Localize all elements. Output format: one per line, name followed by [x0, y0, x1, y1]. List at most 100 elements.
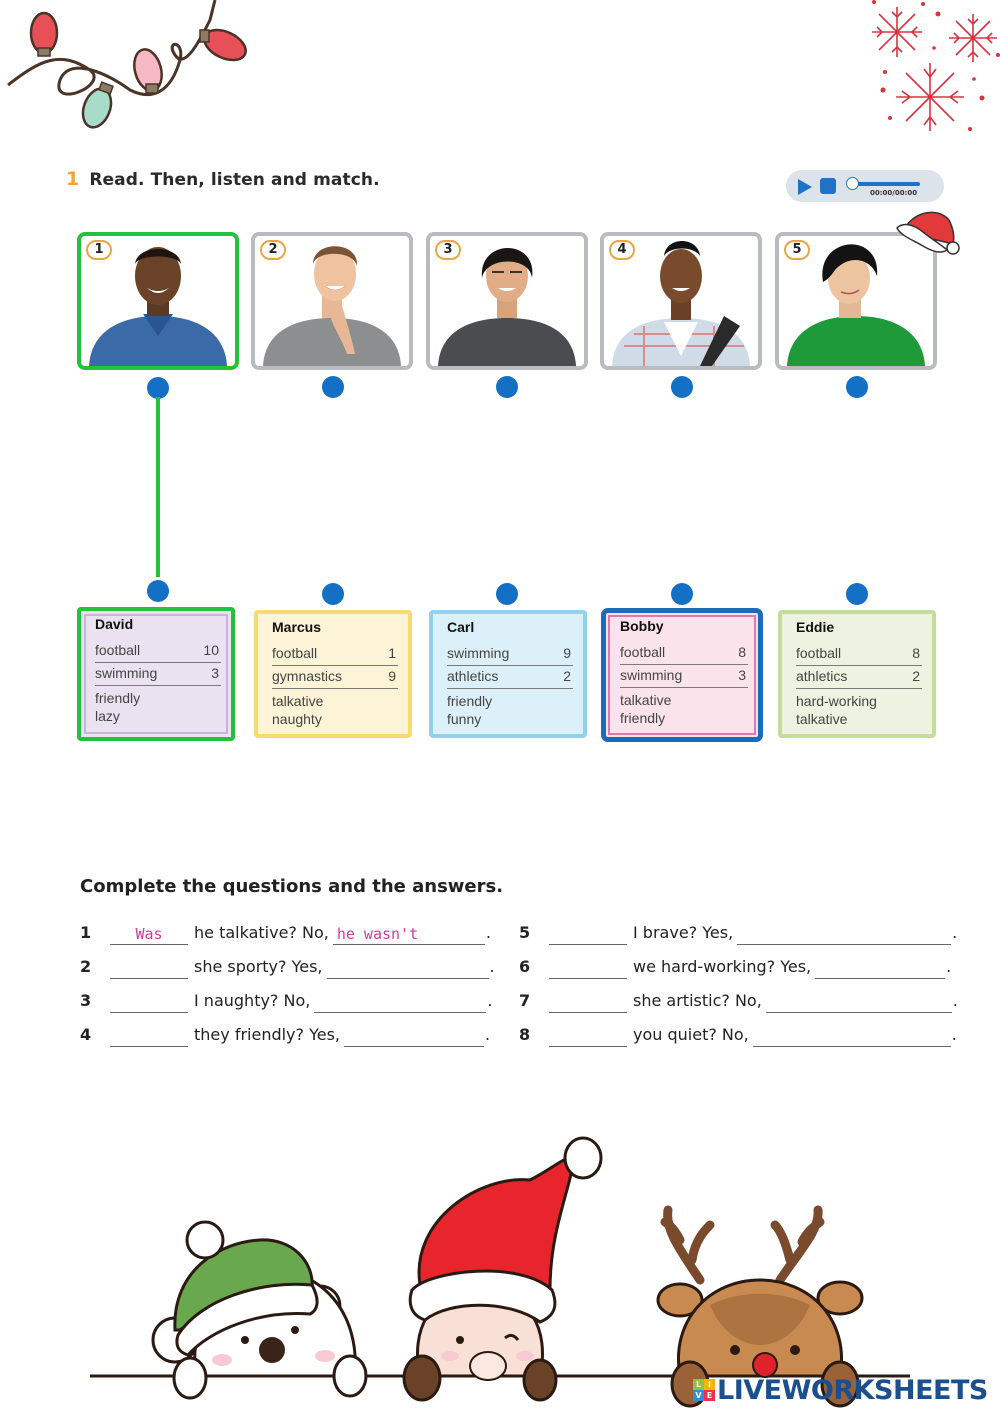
- photo-number-badge: 2: [260, 240, 286, 260]
- exercise-2-title: Complete the questions and the answers.: [80, 876, 504, 897]
- period: .: [487, 991, 493, 1010]
- photo-4-connector-dot[interactable]: [671, 376, 693, 398]
- person-photo-3-icon: [438, 248, 576, 366]
- answer-blank-verb[interactable]: [110, 1027, 188, 1047]
- question-8: 8 you quiet? No, .: [519, 1023, 957, 1047]
- photo-card-4[interactable]: 4: [600, 232, 762, 370]
- photo-card-5[interactable]: 5: [775, 232, 937, 370]
- sport-name: football: [620, 644, 666, 660]
- answer-blank-verb[interactable]: [549, 1027, 627, 1047]
- profile-name: David: [95, 616, 134, 632]
- answer-blank-short[interactable]: [326, 959, 489, 979]
- answer-blank-verb[interactable]: [549, 925, 627, 945]
- bulb-pink: [133, 48, 163, 94]
- stop-icon[interactable]: [820, 178, 836, 194]
- trait-list: talkative naughty: [272, 689, 398, 728]
- period: .: [952, 923, 958, 942]
- profile-name: Carl: [447, 619, 475, 635]
- question-text: you quiet? No,: [633, 1025, 749, 1044]
- sport-score: 9: [563, 645, 571, 661]
- audio-player: 00:00/00:00: [786, 170, 944, 202]
- answer-blank-verb[interactable]: [549, 993, 627, 1013]
- play-icon[interactable]: [798, 179, 812, 195]
- sport-name: swimming: [95, 665, 158, 681]
- answer-blank-short[interactable]: [737, 925, 952, 945]
- question-text: they friendly? Yes,: [194, 1025, 341, 1044]
- profile-name: Eddie: [796, 619, 835, 635]
- question-number: 6: [519, 957, 531, 976]
- question-7: 7 she artistic? No, .: [519, 989, 958, 1013]
- photo-card-3[interactable]: 3: [426, 232, 588, 370]
- photo-card-2[interactable]: 2: [251, 232, 413, 370]
- sport-name: athletics: [796, 668, 848, 684]
- progress-track[interactable]: [850, 182, 920, 186]
- trait-list: friendly funny: [447, 689, 573, 728]
- period: .: [485, 1025, 491, 1044]
- period: .: [951, 1025, 957, 1044]
- card-carl-connector-dot[interactable]: [496, 583, 518, 605]
- answer-blank-verb[interactable]: [549, 959, 627, 979]
- photo-2-connector-dot[interactable]: [322, 376, 344, 398]
- sport-name: swimming: [620, 667, 683, 683]
- period: .: [485, 923, 491, 942]
- answer-blank-short[interactable]: [765, 993, 952, 1013]
- card-bobby-connector-dot[interactable]: [671, 583, 693, 605]
- profile-name: Marcus: [272, 619, 322, 635]
- answer-blank-short[interactable]: [314, 993, 487, 1013]
- photo-3-connector-dot[interactable]: [496, 376, 518, 398]
- photo-card-1[interactable]: 1: [77, 232, 239, 370]
- photo-number-badge: 3: [435, 240, 461, 260]
- answer-blank-verb[interactable]: [110, 959, 188, 979]
- period: .: [489, 957, 495, 976]
- photo-5-connector-dot[interactable]: [846, 376, 868, 398]
- answer-blank-short[interactable]: [752, 1027, 951, 1047]
- answer-blank-short[interactable]: [815, 959, 946, 979]
- liveworksheets-logo-icon: L I V E: [693, 1379, 715, 1401]
- question-number: 8: [519, 1025, 531, 1044]
- answer-blank-verb[interactable]: Was: [110, 925, 188, 945]
- card-david-connector-dot[interactable]: [147, 580, 169, 602]
- photo-number-badge: 5: [784, 240, 810, 260]
- answer-blank-short[interactable]: [344, 1027, 485, 1047]
- answer-blank-short[interactable]: he wasn't: [332, 925, 485, 945]
- question-text: we hard-working? Yes,: [633, 957, 812, 976]
- bulb-red-2: [199, 28, 247, 62]
- sport-name: swimming: [447, 645, 510, 661]
- period: .: [946, 957, 952, 976]
- exercise-number: 1: [66, 168, 80, 190]
- question-number: 5: [519, 923, 531, 942]
- answer-blank-verb[interactable]: [110, 993, 188, 1013]
- bulb-green: [81, 81, 114, 129]
- sport-name: football: [796, 645, 842, 661]
- polar-bear-icon: [151, 1220, 368, 1400]
- bulb-red-1: [29, 11, 59, 57]
- trait-list: talkative friendly: [620, 688, 748, 727]
- question-6: 6 we hard-working? Yes, .: [519, 955, 951, 979]
- question-text: I brave? Yes,: [633, 923, 734, 942]
- liveworksheets-wordmark: LIVEWORKSHEETS: [717, 1374, 988, 1406]
- sport-name: football: [272, 645, 318, 661]
- person-photo-4-icon: [612, 241, 750, 366]
- photo-1-connector-dot[interactable]: [147, 377, 169, 399]
- card-eddie-connector-dot[interactable]: [846, 583, 868, 605]
- question-2: 2 she sporty? Yes, .: [80, 955, 495, 979]
- christmas-characters-illustration: [90, 1136, 910, 1408]
- sport-row: swimming 9: [447, 643, 573, 666]
- trait: lazy: [95, 708, 120, 724]
- liveworksheets-logo: L I V E LIVEWORKSHEETS: [693, 1374, 988, 1406]
- time-display: 00:00/00:00: [870, 189, 918, 197]
- question-number: 4: [80, 1025, 92, 1044]
- card-marcus-connector-dot[interactable]: [322, 583, 344, 605]
- progress-knob[interactable]: [846, 177, 859, 190]
